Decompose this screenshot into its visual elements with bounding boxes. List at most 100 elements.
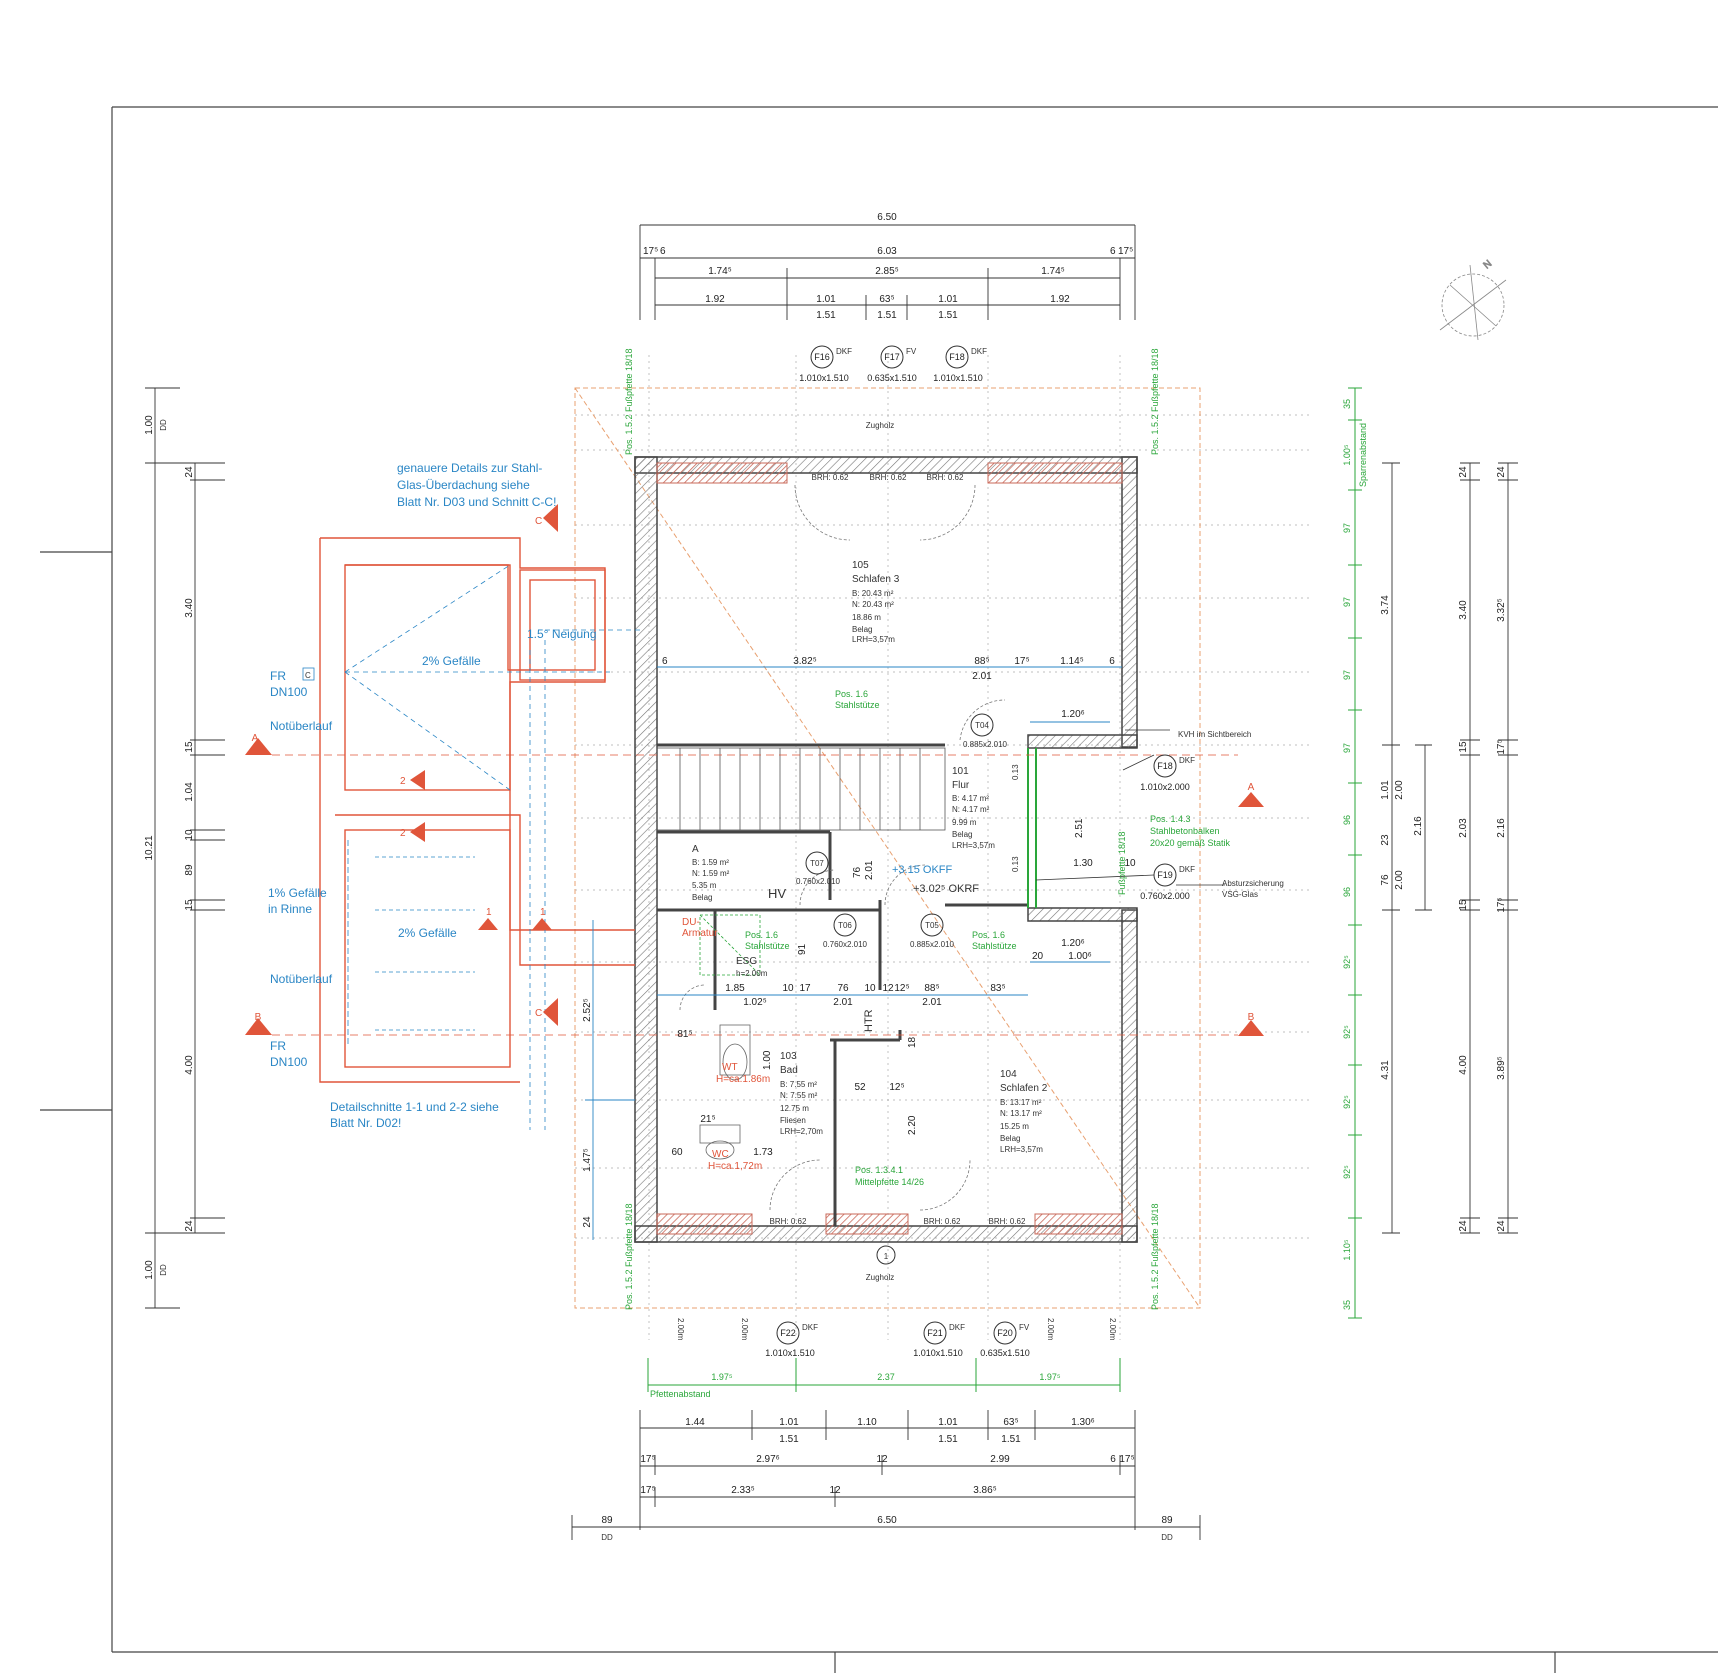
note-du-1: DU- — [682, 917, 700, 928]
dim-misc-5: 10 — [1124, 858, 1136, 869]
note-fr-1b: DN100 — [270, 685, 308, 699]
dim-right-col2-6: 24 — [1458, 1220, 1469, 1232]
dim-right-green-0: 35 — [1342, 399, 1352, 409]
canopy-slope-lines — [344, 564, 640, 1130]
rafter-dimension-line — [1348, 387, 1362, 1319]
dim-overall-top: 6.50 — [877, 212, 897, 223]
dim-b2-5: 17⁵ — [1119, 1454, 1134, 1465]
level-htr: HTR — [863, 1009, 875, 1032]
door-t07-id: T07 — [810, 859, 824, 868]
note-absturz2: VSG-Glas — [1222, 890, 1258, 899]
dim-right-green-4: 97 — [1342, 670, 1352, 680]
note-gefaelle-1a: 1% Gefälle — [268, 886, 327, 900]
dim-right-col1-0: 3.74 — [1380, 595, 1391, 615]
dim-right-col3-6: 24 — [1496, 1220, 1507, 1232]
note-gefaelle-2b: 2% Gefälle — [398, 926, 457, 940]
note-rot-3: 2.00m — [1108, 1318, 1117, 1341]
dim-misc-14: 1.73 — [753, 1147, 773, 1158]
dim-ib-10: 2.01 — [922, 997, 942, 1008]
brh-bottom-2: BRH: 0.62 — [989, 1217, 1026, 1226]
dim-ib-9: 88⁵ — [924, 983, 939, 994]
dim-right-green-11: 92⁵ — [1342, 1165, 1352, 1179]
dim-right-col3-1: 3.32⁵ — [1496, 598, 1507, 622]
dim-ib-11: 83⁵ — [990, 983, 1005, 994]
note-fusspfette-bl: Pos. 1.5.2 Fußpfette 18/18 — [624, 1203, 634, 1310]
left-dimension-lines — [145, 387, 635, 1309]
pfetten-dimension-line — [647, 1358, 1121, 1392]
note-pos16c: Pos. 1.6 — [972, 930, 1005, 940]
room-103-lrh: LRH=2,70m — [780, 1127, 823, 1136]
window-bottom-1-size: 1.010x1.510 — [913, 1348, 963, 1358]
section-b-left: B — [255, 1012, 262, 1023]
window-right-0-size: 1.010x2.000 — [1140, 782, 1190, 792]
dim-overhang-left: 89 — [601, 1515, 613, 1526]
window-right-0-kind: DKF — [1179, 756, 1195, 765]
dim-left-inner-2: 24 — [582, 1216, 593, 1228]
door-t05-size: 0.885x2.010 — [910, 940, 955, 949]
north-arrow-icon: N — [1439, 258, 1507, 341]
note-pos1341: Pos. 1.3.4.1 — [855, 1165, 903, 1175]
dim-right-col3-5: 3.89⁵ — [1496, 1056, 1507, 1080]
section-2-top: 2 — [400, 776, 406, 787]
brh-bottom-1: BRH: 0.62 — [924, 1217, 961, 1226]
room-104-name: Schlafen 2 — [1000, 1083, 1048, 1094]
room-103-b: B: 7.55 m² — [780, 1080, 817, 1089]
door-swings — [679, 484, 1006, 1211]
section-2-bottom: 2 — [400, 828, 406, 839]
dim-misc-0: 1.20⁶ — [1061, 709, 1085, 720]
room-a-u: 5.35 m — [692, 881, 717, 890]
dim-b2-2: 12 — [876, 1454, 888, 1465]
brh-bottom-0: BRH: 0.62 — [770, 1217, 807, 1226]
dim-right-col3-3: 2.16 — [1496, 818, 1507, 838]
dim-ib-8: 12⁵ — [894, 983, 909, 994]
room-101-n: N: 4.17 m² — [952, 805, 990, 814]
dim-ib-0: 1.85 — [725, 983, 745, 994]
window-bottom-0-size: 1.010x1.510 — [765, 1348, 815, 1358]
dim-ia-3: 2.01 — [972, 671, 992, 682]
window-top-0-kind: DKF — [836, 347, 852, 356]
window-right-1-kind: DKF — [1179, 865, 1195, 874]
room-104-n: N: 13.17 m² — [1000, 1109, 1042, 1118]
dim-misc-8: 76 — [852, 866, 863, 878]
brh-top-0: BRH: 0.62 — [812, 473, 849, 482]
dim-row3-1: 2.85⁵ — [875, 266, 899, 277]
dim-misc-1: 1.20⁶ — [1061, 938, 1085, 949]
note-detail2-2: Blatt Nr. D02! — [330, 1116, 401, 1130]
dim-b3-3: 3.86⁵ — [973, 1485, 997, 1496]
note-esg2: h=2.00m — [736, 969, 768, 978]
dim-b2-0: 17⁵ — [640, 1454, 655, 1465]
note-fr-1a: FR — [270, 669, 286, 683]
dim-right-green-7: 96 — [1342, 887, 1352, 897]
dim-b1-3: 1.01 — [938, 1417, 958, 1428]
svg-text:N: N — [1482, 258, 1495, 271]
window-bottom-1-id: F21 — [927, 1328, 943, 1338]
dim-right-col2-4: 15 — [1458, 899, 1469, 911]
zugholz-top: Zugholz — [866, 421, 894, 430]
door-t06-id: T06 — [838, 921, 852, 930]
dim-left-inner-0: 2.52⁵ — [582, 998, 593, 1022]
dim-misc-11: 1.00 — [762, 1050, 773, 1070]
window-top-0-size: 1.010x1.510 — [799, 373, 849, 383]
dim-row4-sub-0: 1.51 — [816, 310, 836, 321]
dim-ia-2: 88⁵ — [974, 656, 989, 667]
dim-b1-4: 63⁵ — [1003, 1417, 1018, 1428]
dim-misc-12: 21⁵ — [700, 1114, 715, 1125]
dim-b3-1: 2.33⁵ — [731, 1485, 755, 1496]
section-b-right: B — [1248, 1012, 1255, 1023]
room-104-num: 104 — [1000, 1069, 1017, 1080]
dim-right-col2-0: 24 — [1458, 466, 1469, 478]
dim-pfetten-0: 1.97⁵ — [711, 1372, 733, 1382]
canopy-outline — [319, 537, 635, 1083]
dim-b1-0: 1.44 — [685, 1417, 705, 1428]
door-tags — [805, 713, 994, 1265]
room-104-u: 15.25 m — [1000, 1122, 1029, 1131]
note-pos16b: Pos. 1.6 — [745, 930, 778, 940]
section-lines — [272, 754, 1238, 1036]
level-okff: +3.15 OKFF — [892, 864, 953, 876]
dim-left-part-3: 1.04 — [184, 782, 195, 802]
dim-right-green-2: 97 — [1342, 523, 1352, 533]
room-103-belag: Fliesen — [780, 1116, 806, 1125]
window-bottom-0-id: F22 — [780, 1328, 796, 1338]
note-stahlstuetze-b: Stahlstütze — [745, 941, 790, 951]
window-tags-right — [1035, 729, 1225, 887]
